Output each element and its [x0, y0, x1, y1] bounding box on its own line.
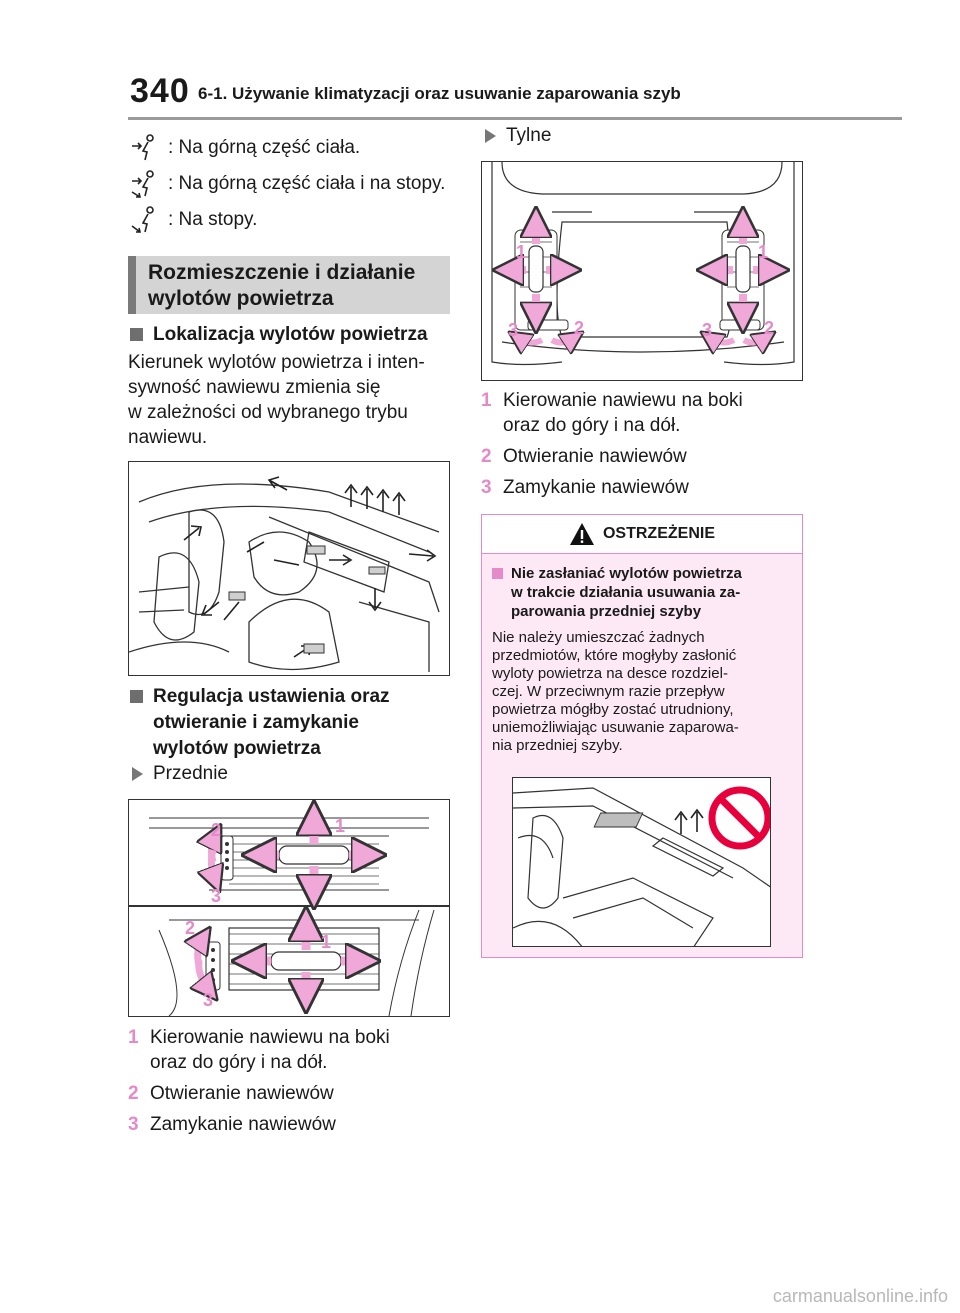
mode-label: : Na stopy. — [168, 209, 258, 230]
list-item: 2 Otwieranie nawiewów — [128, 1083, 334, 1104]
callout-1: 1 — [758, 242, 768, 262]
dashboard-obstruction-illustration — [512, 777, 771, 947]
upper-body-and-feet-airflow-icon — [131, 170, 154, 198]
mode-upper-body-feet: : Na górną część ciała i na stopy. — [128, 168, 445, 200]
mode-label: : Na górną część ciała. — [168, 137, 361, 158]
location-text: Kierunek wylotów powietrza i inten- sywn… — [128, 352, 425, 448]
section-heading: Rozmieszczenie i działanie wylotów powie… — [128, 256, 450, 314]
warning-box: OSTRZEŻENIE Nie zasłaniać wylotów powiet… — [481, 514, 803, 958]
warning-header: OSTRZEŻENIE — [482, 515, 802, 554]
warning-triangle-icon — [569, 523, 594, 545]
mode-label: : Na górną część ciała i na stopy. — [168, 173, 446, 194]
header-divider — [128, 117, 902, 120]
callout-1: 1 — [321, 932, 331, 952]
square-bullet-icon — [130, 690, 143, 703]
square-bullet-icon — [492, 568, 503, 579]
adjust-heading: Regulacja ustawienia oraz otwieranie i z… — [128, 684, 390, 762]
watermark: carmanualsonline.info — [772, 1286, 948, 1306]
chapter-title: 6-1. Używanie klimatyzacji oraz usuwanie… — [198, 84, 681, 103]
page-number: 340 — [130, 72, 190, 110]
front-label: Przednie — [128, 763, 228, 785]
mode-feet: : Na stopy. — [128, 204, 257, 236]
callout-3: 3 — [508, 320, 518, 340]
warning-subheading: Nie zasłaniać wylotów powietrza w trakci… — [482, 554, 802, 621]
square-bullet-icon — [130, 328, 143, 341]
upper-body-airflow-icon — [132, 134, 154, 161]
list-item: 3 Zamykanie nawiewów — [481, 477, 689, 498]
callout-1: 1 — [335, 816, 345, 836]
callout-3: 3 — [203, 990, 213, 1010]
callout-2: 2 — [211, 820, 221, 840]
mode-upper-body: : Na górną część ciała. — [128, 132, 360, 164]
list-item: 2 Otwieranie nawiewów — [481, 446, 687, 467]
rear-vents-illustration: 1 1 3 2 3 2 — [481, 161, 803, 381]
location-heading: Lokalizacja wylotów powietrza — [128, 322, 428, 348]
triangle-bullet-icon — [132, 767, 143, 781]
callout-2: 2 — [185, 918, 195, 938]
front-vents-illustration: 2 1 3 2 1 3 — [128, 799, 450, 1017]
triangle-bullet-icon — [485, 129, 496, 143]
callout-3: 3 — [211, 886, 221, 906]
callout-2: 2 — [574, 318, 584, 338]
callout-3: 3 — [702, 320, 712, 340]
rear-label: Tylne — [481, 125, 551, 147]
callout-2: 2 — [764, 318, 774, 338]
feet-airflow-icon — [131, 206, 154, 233]
callout-1: 1 — [516, 242, 526, 262]
warning-text: Nie należy umieszczać żadnych przedmiotó… — [492, 629, 739, 754]
list-item: 3 Zamykanie nawiewów — [128, 1114, 336, 1135]
cabin-vents-illustration — [128, 461, 450, 676]
